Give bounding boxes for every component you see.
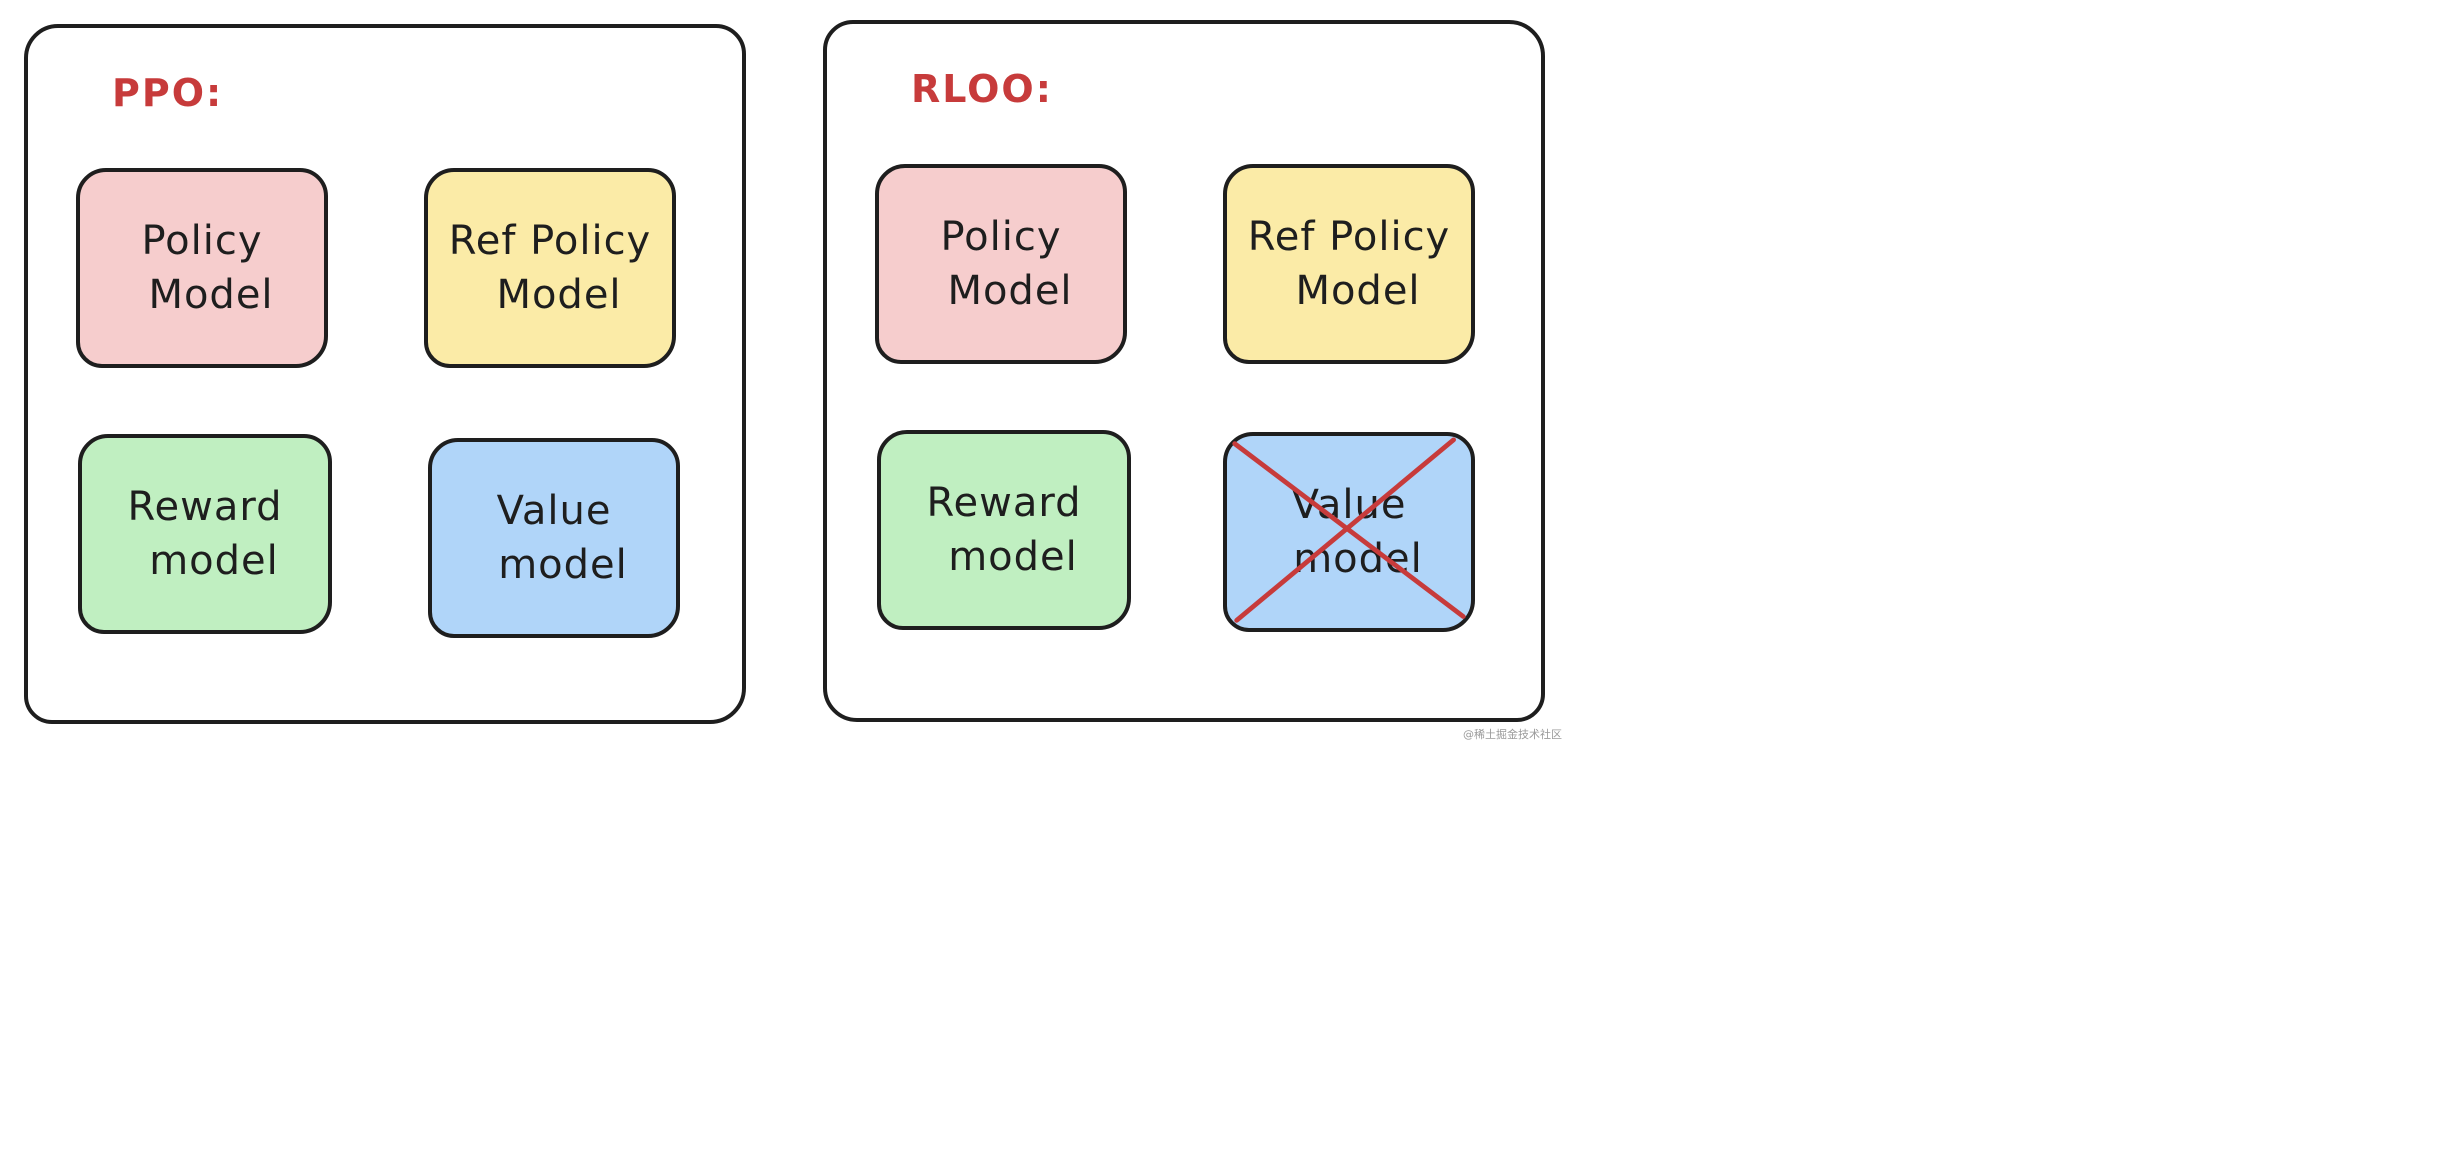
- ppo-value-model-box: Value model: [428, 438, 680, 638]
- ppo-panel-title: PPO:: [112, 71, 224, 115]
- box-label-line-2: Model: [148, 272, 274, 318]
- box-label-line-2: model: [1293, 536, 1423, 582]
- box-label-line-1: Value: [496, 488, 612, 534]
- box-label-line-1: Policy: [940, 214, 1062, 260]
- rloo-reward-model-box: Reward model: [877, 430, 1131, 630]
- rloo-panel-title: RLOO:: [911, 67, 1053, 111]
- box-label-line-2: Model: [1295, 268, 1421, 314]
- box-label-line-2: model: [149, 538, 279, 584]
- ppo-ref-policy-model-box: Ref Policy Model: [424, 168, 676, 368]
- box-label-line-1: Policy: [141, 218, 263, 264]
- rloo-ref-policy-model-box: Ref Policy Model: [1223, 164, 1475, 364]
- box-label-line-1: Reward: [127, 484, 283, 530]
- rloo-policy-model-box: Policy Model: [875, 164, 1127, 364]
- ppo-panel: PPO: Policy Model Ref Policy Model Rewar…: [24, 24, 746, 724]
- box-label-line-2: model: [498, 542, 628, 588]
- box-label-line-1: Reward: [926, 480, 1082, 526]
- box-label-line-2: Model: [496, 272, 622, 318]
- rloo-value-model-box: Value model: [1223, 432, 1475, 632]
- ppo-reward-model-box: Reward model: [78, 434, 332, 634]
- watermark: @稀土掘金技术社区: [1463, 728, 1562, 741]
- box-label-line-2: model: [948, 534, 1078, 580]
- box-label-line-1: Ref Policy: [1247, 214, 1451, 260]
- box-label-line-2: Model: [947, 268, 1073, 314]
- box-label-line-1: Value: [1291, 482, 1407, 528]
- box-label-line-1: Ref Policy: [448, 218, 652, 264]
- ppo-policy-model-box: Policy Model: [76, 168, 328, 368]
- rloo-panel: RLOO: Policy Model Ref Policy Model Rewa…: [823, 20, 1545, 722]
